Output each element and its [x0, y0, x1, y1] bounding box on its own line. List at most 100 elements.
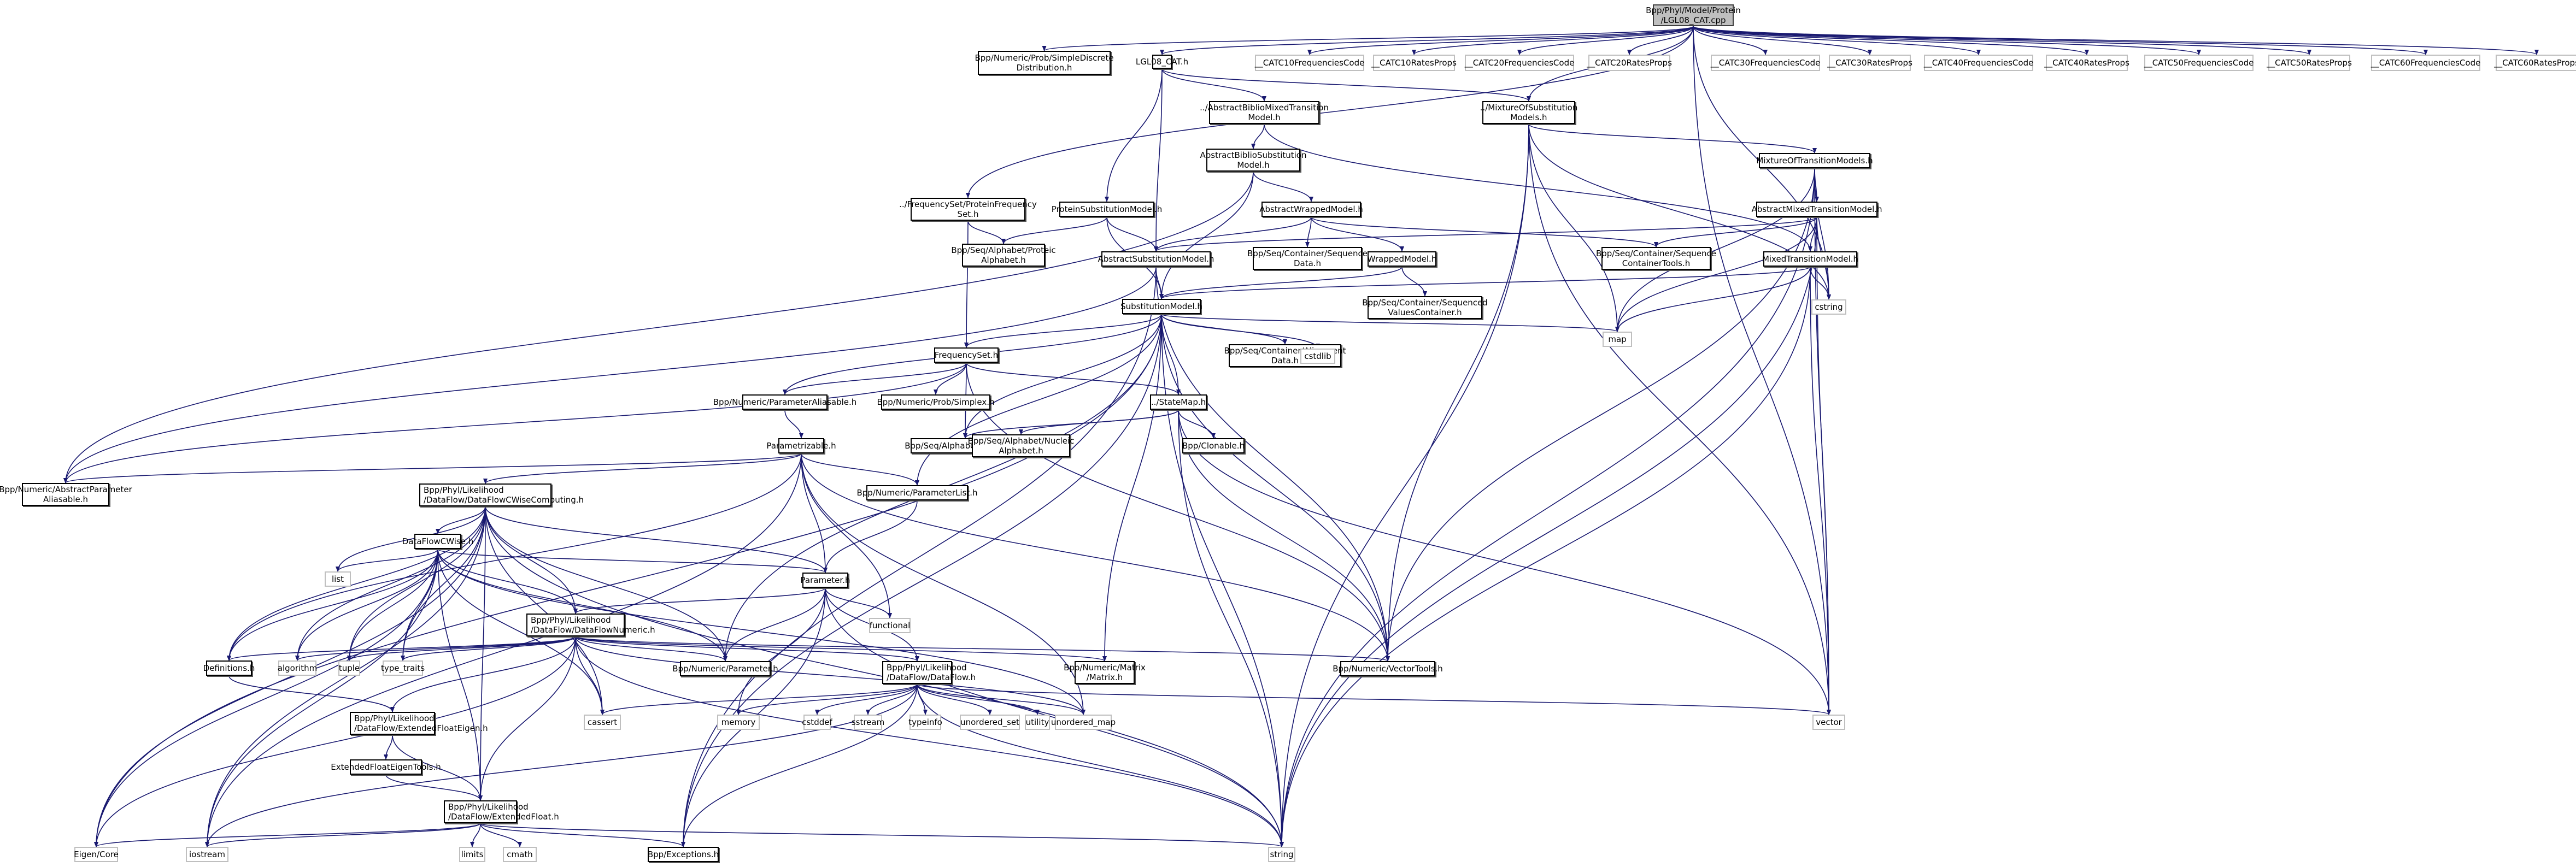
graph-node-vectortools[interactable]: Bpp/Numeric/VectorTools.h [1333, 661, 1443, 676]
edge-parametrizable-to-paramlist [801, 453, 919, 486]
graph-node-clonable[interactable]: Bpp/Clonable.h [1182, 438, 1245, 453]
graph-node-mixedtm[interactable]: MixedTransitionModel.h [1762, 251, 1858, 267]
edge-dfnum-to-numparam [575, 636, 727, 662]
graph-node-paramalias[interactable]: Bpp/Numeric/ParameterAliasable.h [713, 394, 856, 410]
edge-dataflow-to-utility [917, 683, 1040, 715]
graph-node-protsub[interactable]: ProteinSubstitutionModel.h [1052, 202, 1162, 217]
edge-submodel-to-vectortools [1161, 314, 1390, 662]
edge-mixedtm-to-map [1615, 266, 1811, 332]
graph-node-mosm[interactable]: ../MixtureOfSubstitution Models.h [1480, 101, 1577, 124]
edge-dataflow-to-iostream [205, 683, 918, 847]
graph-node-utility: utility [1025, 715, 1050, 730]
edge-dfcwc-to-list [336, 506, 486, 572]
edge-submodel-to-freqset [964, 314, 1162, 348]
graph-node-string: string [1268, 847, 1295, 862]
graph-node-lgl08h[interactable]: LGL08_CAT.h [1136, 55, 1188, 69]
edge-dfcwc-to-parameter [485, 506, 828, 573]
edge-efeigen-to-efeigentools [384, 734, 393, 760]
graph-node-dfnum[interactable]: Bpp/Phyl/Likelihood /DataFlow/DataFlowNu… [526, 614, 655, 636]
graph-node-c60f: __CATC60FrequenciesCode [2371, 55, 2480, 71]
edge-absmixed-to-abssub [1154, 216, 1817, 252]
graph-node-nucalpha[interactable]: Bpp/Seq/Alphabet/Nucleic Alphabet.h [968, 434, 1074, 457]
graph-node-abssub[interactable]: AbstractSubstitutionModel.h [1098, 251, 1214, 267]
edge-parametrizable-to-vectortools [801, 453, 1390, 662]
edge-dfcwc-to-definitions [227, 506, 486, 661]
edge-dfnum-to-eigencore [94, 636, 576, 847]
graph-node-matrix[interactable]: Bpp/Numeric/Matrix /Matrix.h [1064, 661, 1146, 684]
graph-node-freqset[interactable]: FrequencySet.h [934, 347, 999, 363]
graph-node-simpledisc[interactable]: Bpp/Numeric/Prob/SimpleDiscrete Distribu… [975, 51, 1114, 75]
graph-node-statemap[interactable]: ../StateMap.h [1150, 394, 1207, 410]
graph-node-absbib[interactable]: AbstractBiblioSubstitution Model.h [1200, 149, 1307, 172]
graph-node-dfcwise[interactable]: DataFlowCWise.h [402, 534, 473, 549]
edge-wrapped-to-seqvals [1401, 266, 1427, 297]
graph-node-iostream: iostream [186, 847, 228, 862]
edge-abmtm-to-absbib [1251, 123, 1265, 149]
edge-absmixed-to-map [1615, 216, 1817, 332]
graph-node-protalpha[interactable]: Bpp/Seq/Alphabet/Proteic Alphabet.h [951, 244, 1056, 267]
edge-freqset-to-absparamalias [63, 362, 967, 483]
edge-extfloat-to-eigencore [94, 823, 481, 847]
edge-submodel-to-string [1161, 314, 1284, 847]
edge-root-to-vector [1693, 26, 1831, 715]
graph-node-simplex[interactable]: Bpp/Numeric/Prob/Simplex.h [877, 394, 995, 410]
graph-node-dataflow[interactable]: Bpp/Phyl/Likelihood /DataFlow/DataFlow.h [882, 661, 976, 684]
graph-node-abswrap[interactable]: AbstractWrappedModel.h [1259, 202, 1363, 217]
graph-node-definitions[interactable]: Definitions.h [203, 660, 255, 676]
graph-node-paramlist[interactable]: Bpp/Numeric/ParameterList.h [856, 485, 978, 500]
edge-root-to-c50f [1693, 26, 2201, 55]
edge-statemap-to-vector [1178, 409, 1831, 715]
edge-root-to-simpledisc [1042, 26, 1694, 51]
edge-absmixed-to-string [1280, 216, 1817, 847]
edge-root-to-c10r [1412, 26, 1694, 55]
edge-dataflow-to-memory [736, 683, 918, 715]
edge-submodel-to-alphabet [963, 314, 1162, 439]
graph-node-efeigentools[interactable]: ExtendedFloatEigenTools.h [331, 759, 441, 775]
graph-node-absmixed[interactable]: AbstractMixedTransitionModel.h [1751, 202, 1882, 217]
edge-abswrap-to-abssub [1154, 216, 1312, 252]
edge-dfcwc-to-dfcwise [436, 506, 486, 534]
graph-node-dfcwc[interactable]: Bpp/Phyl/Likelihood /DataFlow/DataFlowCW… [419, 483, 584, 506]
graph-node-typetraits: type_traits [381, 660, 425, 676]
edge-dfcwc-to-numparam [485, 506, 727, 662]
edge-dfcwise-to-cassert [437, 548, 605, 715]
graph-node-submodel[interactable]: SubstitutionModel.h [1120, 299, 1202, 314]
graph-node-exceptions[interactable]: Bpp/Exceptions.h [648, 847, 719, 862]
graph-node-parameter[interactable]: Parameter.h [801, 573, 850, 588]
graph-node-c10r: __CATC10RatesProps [1371, 55, 1457, 71]
edge-extfloat-to-string [480, 823, 1284, 847]
graph-node-efeigen[interactable]: Bpp/Phyl/Likelihood /DataFlow/ExtendedFl… [350, 712, 488, 735]
edge-root-to-c40r [1693, 26, 2089, 55]
edge-mosm-to-vector [1528, 123, 1831, 715]
edge-mosm-to-map [1528, 123, 1619, 332]
graph-node-algorithm: algorithm [278, 660, 317, 676]
graph-node-extfloat[interactable]: Bpp/Phyl/Likelihood /DataFlow/ExtendedFl… [444, 800, 559, 823]
edge-wrapped-to-submodel [1159, 266, 1403, 299]
edge-root-to-c60r [1693, 26, 2539, 55]
graph-node-c60r: __CATC60RatesProps [2494, 55, 2576, 71]
edge-root-to-c30f [1693, 26, 1768, 55]
edge-dfcwise-to-iostream [205, 548, 438, 847]
edge-dfcwise-to-algorithm [295, 548, 438, 661]
edge-absbib-to-absparamalias [63, 171, 1254, 483]
edge-dfcwc-to-algorithm [295, 506, 486, 661]
edge-dataflow-to-unordmap [917, 683, 1085, 715]
graph-node-wrapped[interactable]: WrappedModel.h [1368, 251, 1436, 267]
graph-node-absparamalias[interactable]: Bpp/Numeric/AbstractParameter Aliasable.… [0, 483, 132, 506]
graph-node-abmtm[interactable]: ../AbstractBiblioMixedTransition Model.h [1200, 101, 1329, 124]
graph-node-cstddef: cstddef [802, 715, 832, 730]
edge-dfcwise-to-extfloat [437, 548, 483, 801]
edge-root-to-c60f [1693, 26, 2428, 55]
graph-node-seqvals[interactable]: Bpp/Seq/Container/Sequenced ValuesContai… [1362, 296, 1488, 319]
edge-protfreq-to-freqset [964, 220, 969, 348]
graph-node-protfreq[interactable]: ../FrequencySet/ProteinFrequency Set.h [899, 198, 1037, 221]
edge-root-to-c10f [1307, 26, 1694, 55]
graph-node-parametrizable[interactable]: Parametrizable.h [766, 438, 836, 453]
graph-node-seqdata[interactable]: Bpp/Seq/Container/Sequence Data.h [1247, 247, 1368, 270]
graph-node-motm[interactable]: MixtureOfTransitionModels.h [1756, 153, 1873, 168]
edge-abswrap-to-seqcont [1311, 216, 1658, 247]
graph-node-numparam[interactable]: Bpp/Numeric/Parameter.h [672, 661, 778, 676]
edge-dfnum-to-efeigen [390, 636, 576, 712]
graph-node-seqcont[interactable]: Bpp/Seq/Container/Sequence ContainerTool… [1596, 247, 1716, 270]
